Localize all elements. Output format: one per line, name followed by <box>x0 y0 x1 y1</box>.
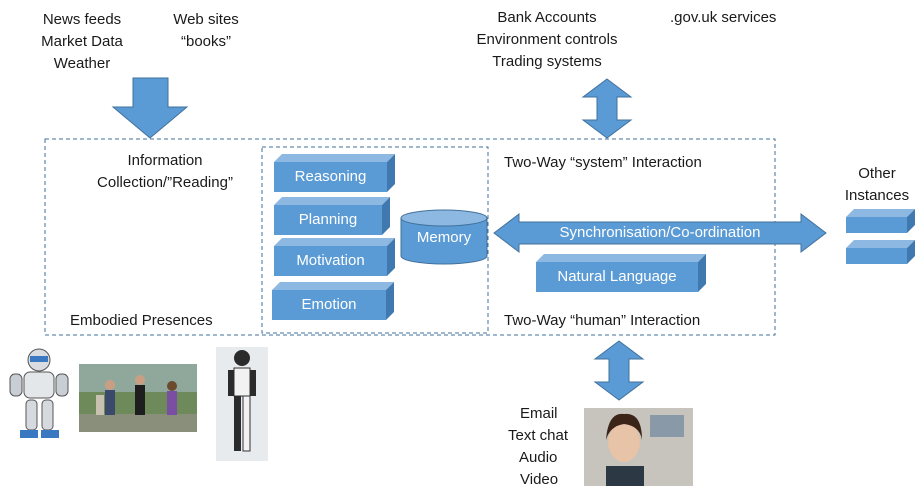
module-boxes <box>272 154 915 320</box>
robot-image <box>9 348 69 438</box>
label-human-interaction: Two-Way “human” Interaction <box>504 312 701 329</box>
source-bank-accounts: Bank Accounts <box>497 9 597 26</box>
source-web-sites: Web sites <box>173 11 239 28</box>
memory-cylinder <box>400 209 488 265</box>
label-collection-reading: Collection/”Reading” <box>97 174 233 191</box>
label-system-interaction: Two-Way “system” Interaction <box>504 154 702 171</box>
cognition-boundary <box>261 146 489 334</box>
module-motivation: Motivation <box>296 252 365 269</box>
memory-label: Memory <box>416 229 472 246</box>
source-environment-controls: Environment controls <box>476 31 618 48</box>
channel-audio: Audio <box>519 449 558 466</box>
channel-text-chat: Text chat <box>508 427 569 444</box>
module-planning: Planning <box>298 211 358 228</box>
android-image <box>216 347 268 461</box>
channel-video: Video <box>520 471 559 488</box>
avatar-video-image <box>584 408 693 486</box>
virtual-world-image <box>79 364 197 432</box>
label-information: Information <box>127 152 203 169</box>
source-gov-services: .gov.uk services <box>670 9 777 26</box>
human-updown-arrow <box>593 340 645 401</box>
source-trading-systems: Trading systems <box>492 53 602 70</box>
label-other: Other <box>858 165 896 182</box>
label-embodied-presences: Embodied Presences <box>70 312 213 329</box>
label-instances: Instances <box>844 187 910 204</box>
module-emotion: Emotion <box>301 296 357 313</box>
sync-arrow <box>493 212 827 254</box>
input-down-arrow <box>111 77 189 139</box>
source-books: “books” <box>180 33 232 50</box>
source-news-feeds: News feeds <box>42 11 122 28</box>
source-market-data: Market Data <box>41 33 123 50</box>
module-reasoning: Reasoning <box>294 168 367 185</box>
channel-email: Email <box>520 405 558 422</box>
system-updown-arrow <box>581 78 633 139</box>
natural-language-label: Natural Language <box>557 268 677 285</box>
sync-label: Synchronisation/Co-ordination <box>559 224 761 241</box>
source-weather: Weather <box>53 55 111 72</box>
